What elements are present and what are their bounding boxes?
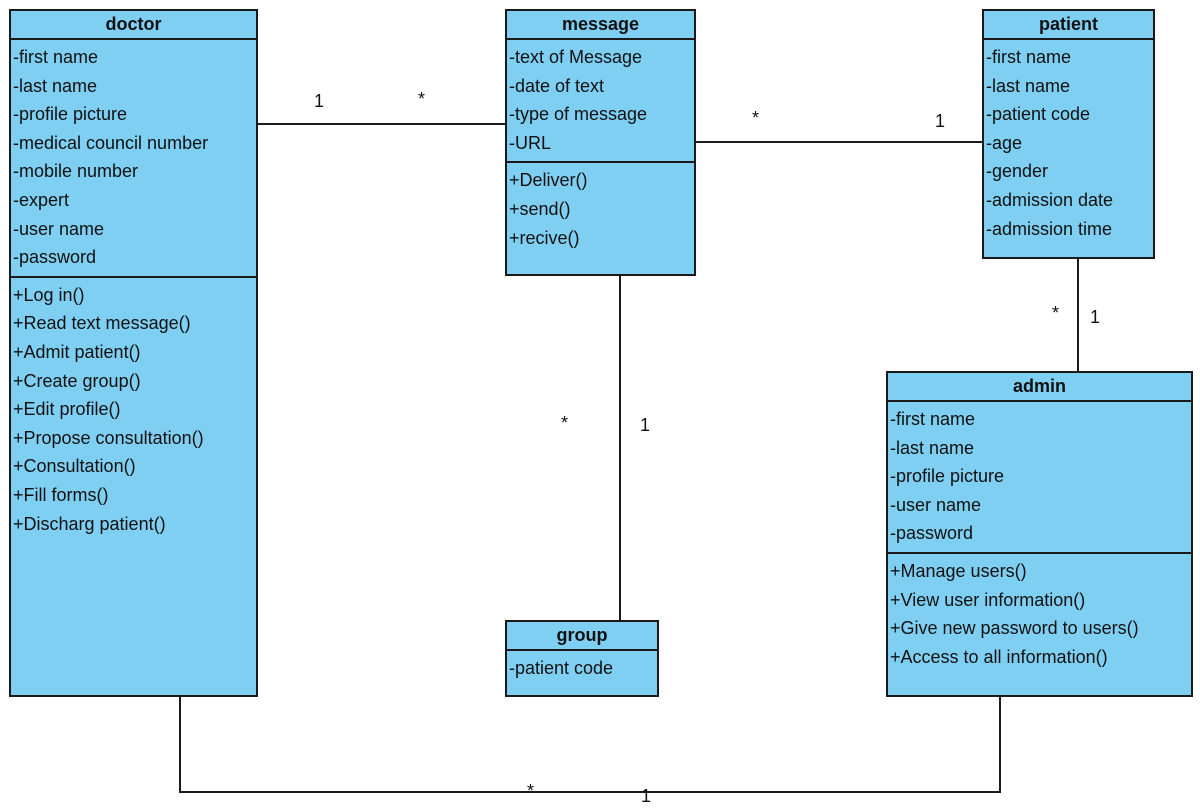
class-doctor[interactable]: doctor -first name -last name -profile p… (9, 9, 258, 697)
operation: +Consultation() (13, 456, 136, 477)
class-group-attributes: -patient code (507, 651, 657, 687)
class-patient-attributes: -first name -last name -patient code -ag… (984, 40, 1153, 247)
class-admin-attributes: -first name -last name -profile picture … (888, 402, 1191, 554)
attribute: -type of message (509, 104, 648, 125)
attribute: -patient code (986, 104, 1091, 125)
operation: +recive() (509, 227, 580, 248)
attribute: -profile picture (13, 104, 128, 125)
operation: +Deliver() (509, 170, 588, 191)
class-patient[interactable]: patient -first name -last name -patient … (982, 9, 1155, 259)
operation: +Create group() (13, 370, 141, 391)
multiplicity-patient-admin-patient-end: 1 (1090, 307, 1101, 327)
multiplicity-message-patient-message-end: * (752, 108, 760, 128)
operation: +Propose consultation() (13, 427, 204, 448)
class-patient-name: patient (984, 11, 1153, 40)
class-message[interactable]: message -text of Message -date of text -… (505, 9, 696, 276)
class-message-operations: +Deliver() +send() +recive() (507, 163, 694, 256)
attribute: -password (890, 523, 974, 544)
class-doctor-operations: +Log in() +Read text message() +Admit pa… (11, 278, 256, 542)
attribute: -user name (890, 494, 982, 515)
class-admin-name: admin (888, 373, 1191, 402)
operation: +Read text message() (13, 313, 191, 334)
attribute: -last name (986, 75, 1071, 96)
association-doctor-admin (179, 696, 1001, 793)
operation: +Fill forms() (13, 484, 109, 505)
class-doctor-name: doctor (11, 11, 256, 40)
operation: +Discharg patient() (13, 513, 166, 534)
class-group[interactable]: group -patient code (505, 620, 659, 697)
attribute: -first name (986, 47, 1072, 67)
attribute: -password (13, 247, 97, 268)
multiplicity-doctor-message-message-end: * (418, 89, 426, 109)
class-admin-operations: +Manage users() +View user information()… (888, 554, 1191, 675)
attribute: -gender (986, 161, 1049, 182)
attribute: -user name (13, 218, 105, 239)
multiplicity-patient-admin-admin-end: * (1052, 303, 1060, 323)
attribute: -profile picture (890, 466, 1005, 487)
attribute: -patient code (509, 658, 614, 678)
operation: +Manage users() (890, 560, 1027, 581)
multiplicity-doctor-admin-doctor-end: * (527, 781, 535, 801)
class-message-name: message (507, 11, 694, 40)
operation: +send() (509, 198, 571, 219)
attribute: -first name (890, 409, 976, 429)
attribute: -admission time (986, 218, 1113, 239)
attribute: -URL (509, 132, 552, 153)
attribute: -age (986, 132, 1023, 153)
operation: +View user information() (890, 589, 1086, 610)
attribute: -expert (13, 189, 70, 210)
attribute: -admission date (986, 189, 1114, 210)
operation: +Edit profile() (13, 399, 121, 420)
class-doctor-attributes: -first name -last name -profile picture … (11, 40, 256, 278)
operation: +Access to all information() (890, 646, 1108, 667)
multiplicity-message-patient-patient-end: 1 (935, 111, 946, 131)
multiplicity-message-group-group-end: * (561, 413, 569, 433)
operation: +Give new password to users() (890, 618, 1139, 639)
operation: +Admit patient() (13, 341, 141, 362)
operation: +Log in() (13, 284, 85, 305)
multiplicity-doctor-message-doctor-end: 1 (314, 91, 325, 111)
class-admin[interactable]: admin -first name -last name -profile pi… (886, 371, 1193, 697)
attribute: -date of text (509, 75, 605, 96)
attribute: -last name (890, 437, 975, 458)
class-message-attributes: -text of Message -date of text -type of … (507, 40, 694, 164)
attribute: -text of Message (509, 47, 643, 67)
multiplicity-message-group-message-end: 1 (640, 415, 651, 435)
attribute: -mobile number (13, 161, 139, 182)
attribute: -last name (13, 75, 98, 96)
attribute: -medical council number (13, 132, 209, 153)
class-group-name: group (507, 622, 657, 651)
attribute: -first name (13, 47, 99, 67)
multiplicity-doctor-admin-admin-end: 1 (641, 786, 652, 806)
